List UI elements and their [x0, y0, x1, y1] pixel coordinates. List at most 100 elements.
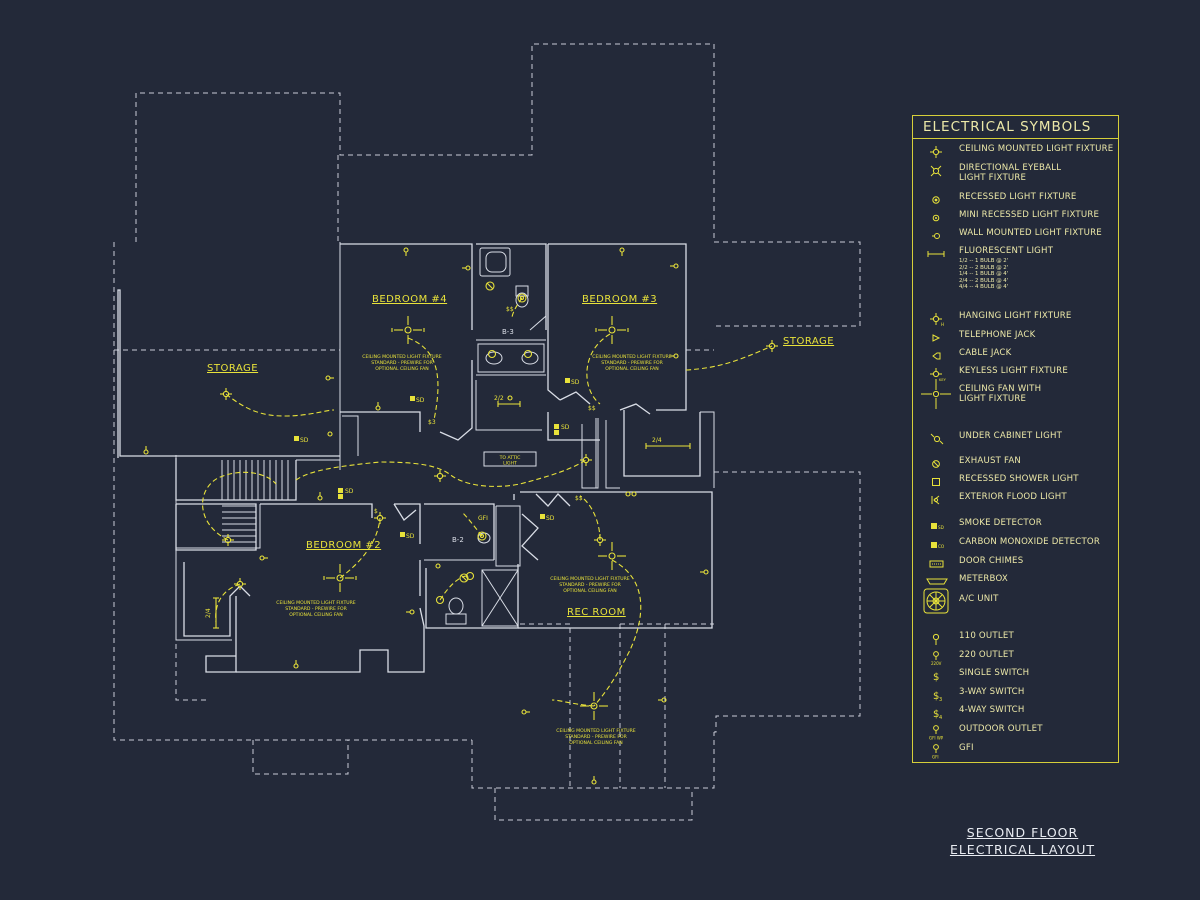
legend-label: OUTDOOR OUTLET	[959, 724, 1043, 734]
switch-tag-bedroom3: $$	[588, 405, 596, 412]
keyless-light-icon: KEY	[923, 366, 949, 382]
note-line: CEILING MOUNTED LIGHT FIXTURE	[550, 576, 630, 582]
legend-label: SINGLE SWITCH	[959, 668, 1030, 678]
legend-label: TELEPHONE JACK	[959, 330, 1036, 340]
ceiling-fan-bedroom4	[391, 316, 425, 344]
room-label-bedroom4: BEDROOM #4	[372, 294, 447, 305]
svg-text:GFI WP: GFI WP	[929, 736, 944, 741]
legend-label: METERBOX	[959, 574, 1008, 584]
gfi-outlet-icon: GFI	[923, 743, 949, 760]
note-line: STANDARD - PREWIRE FOR	[601, 360, 663, 366]
roof-outline	[113, 43, 861, 821]
legend-label: A/C UNIT	[959, 594, 999, 604]
legend-label: RECESSED LIGHT FIXTURE	[959, 192, 1077, 202]
room-label-storage-right: STORAGE	[783, 336, 834, 347]
legend-label: CABLE JACK	[959, 348, 1012, 358]
note-line: CEILING MOUNTED LIGHT FIXTURE	[556, 728, 636, 734]
meterbox-icon	[923, 574, 949, 590]
note-line: OPTIONAL CEILING FAN	[563, 588, 616, 594]
note-line: STANDARD - PREWIRE FOR	[565, 734, 627, 740]
svg-text:3: 3	[939, 697, 942, 703]
ac-unit-icon	[923, 588, 949, 614]
svg-text:$: $	[933, 709, 939, 720]
note-line: STANDARD - PREWIRE FOR	[559, 582, 621, 588]
sd-tag-bedroom4: SD	[416, 397, 425, 404]
ceiling-lights	[220, 293, 778, 605]
note-line: CEILING MOUNTED LIGHT FIXTURE	[276, 600, 356, 606]
ceiling-fan-icon	[921, 379, 951, 409]
note-line: CEILING MOUNTED LIGHT FIXTURE	[362, 354, 442, 360]
switch-tag-bedroom4: $3	[428, 419, 436, 426]
legend-title: ELECTRICAL SYMBOLS	[913, 116, 1118, 139]
under-cabinet-light-icon	[923, 431, 949, 447]
four-way-switch-icon: $4	[923, 705, 949, 721]
note-line: OPTIONAL CEILING FAN	[375, 366, 428, 372]
legend-label: MINI RECESSED LIGHT FIXTURE	[959, 210, 1100, 220]
svg-text:GFI: GFI	[932, 755, 939, 760]
note-line: LIGHT	[503, 461, 517, 467]
telephone-jack-icon	[923, 330, 949, 346]
legend-label: 4-WAY SWITCH	[959, 705, 1025, 715]
hanging-light-icon: H	[923, 311, 949, 327]
recessed-shower-light-icon	[923, 474, 949, 490]
ceiling-fan-rec-room-2	[580, 692, 608, 720]
sd-tag-bedroom3: SD	[571, 379, 580, 386]
note-line: CEILING MOUNTED LIGHT FIXTURE	[592, 354, 672, 360]
room-label-bath-b2: B-2	[452, 536, 464, 544]
legend-label: SMOKE DETECTOR	[959, 518, 1042, 528]
fluorescent-lights	[213, 401, 691, 629]
switch-tag-b3: $$	[506, 306, 514, 313]
legend-label: DOOR CHIMES	[959, 556, 1024, 566]
sd-tag-hall-1: SD	[345, 488, 354, 495]
dim-tag-bedroom2: 2/4	[205, 608, 212, 618]
exterior-flood-light-icon	[923, 492, 949, 508]
door-chimes-icon	[923, 556, 949, 572]
ceiling-fan-bedroom3	[595, 316, 629, 344]
smoke-detectors	[294, 378, 570, 537]
legend-label: 110 OUTLET	[959, 631, 1014, 641]
legend-label: FLUORESCENT LIGHT	[959, 246, 1054, 256]
outlet-110-icon	[923, 631, 949, 647]
dim-tag-closet: 2/4	[652, 437, 662, 444]
gfi-tag-b2: GFI	[478, 515, 488, 522]
legend-label: 3-WAY SWITCH	[959, 687, 1025, 697]
fluorescent-light-icon	[923, 246, 949, 262]
note-line: TO ATTIC	[499, 455, 521, 461]
smoke-detector-icon: SD	[923, 518, 949, 534]
room-label-bath-b3: B-3	[502, 328, 514, 336]
svg-text:KEY: KEY	[939, 378, 947, 382]
room-label-storage-left: STORAGE	[207, 363, 258, 374]
switch-tag-rec-room: $$	[575, 495, 583, 502]
title-line1: SECOND FLOOR	[966, 825, 1079, 840]
wiring	[202, 297, 773, 707]
legend-label: CEILING MOUNTED LIGHT FIXTURE	[959, 144, 1114, 154]
sd-tag-rec-room: SD	[546, 515, 555, 522]
note-line: STANDARD - PREWIRE FOR	[285, 606, 347, 612]
exhaust-fans	[459, 281, 495, 583]
walls	[117, 242, 715, 673]
legend-label: KEYLESS LIGHT FIXTURE	[959, 366, 1068, 376]
sd-tag-hall-2: SD	[561, 424, 570, 431]
legend-label: UNDER CABINET LIGHT	[959, 431, 1063, 441]
svg-text:$: $	[933, 672, 939, 683]
switch-tag-bedroom2: $	[374, 508, 378, 515]
exhaust-fan-icon	[923, 456, 949, 472]
ceiling-fan-rec-room-1	[598, 542, 626, 570]
outlets	[143, 247, 709, 785]
co-detector-icon: CO	[923, 537, 949, 553]
note-line: STANDARD - PREWIRE FOR	[371, 360, 433, 366]
cable-jack-icon	[923, 348, 949, 364]
ceiling-fan-bedroom2	[323, 564, 357, 592]
room-label-rec-room: REC ROOM	[567, 607, 626, 618]
note-line: OPTIONAL CEILING FAN	[289, 612, 342, 618]
svg-text:CO: CO	[938, 544, 945, 549]
title-line2: ELECTRICAL LAYOUT	[949, 842, 1096, 857]
legend-label: RECESSED SHOWER LIGHT	[959, 474, 1079, 484]
